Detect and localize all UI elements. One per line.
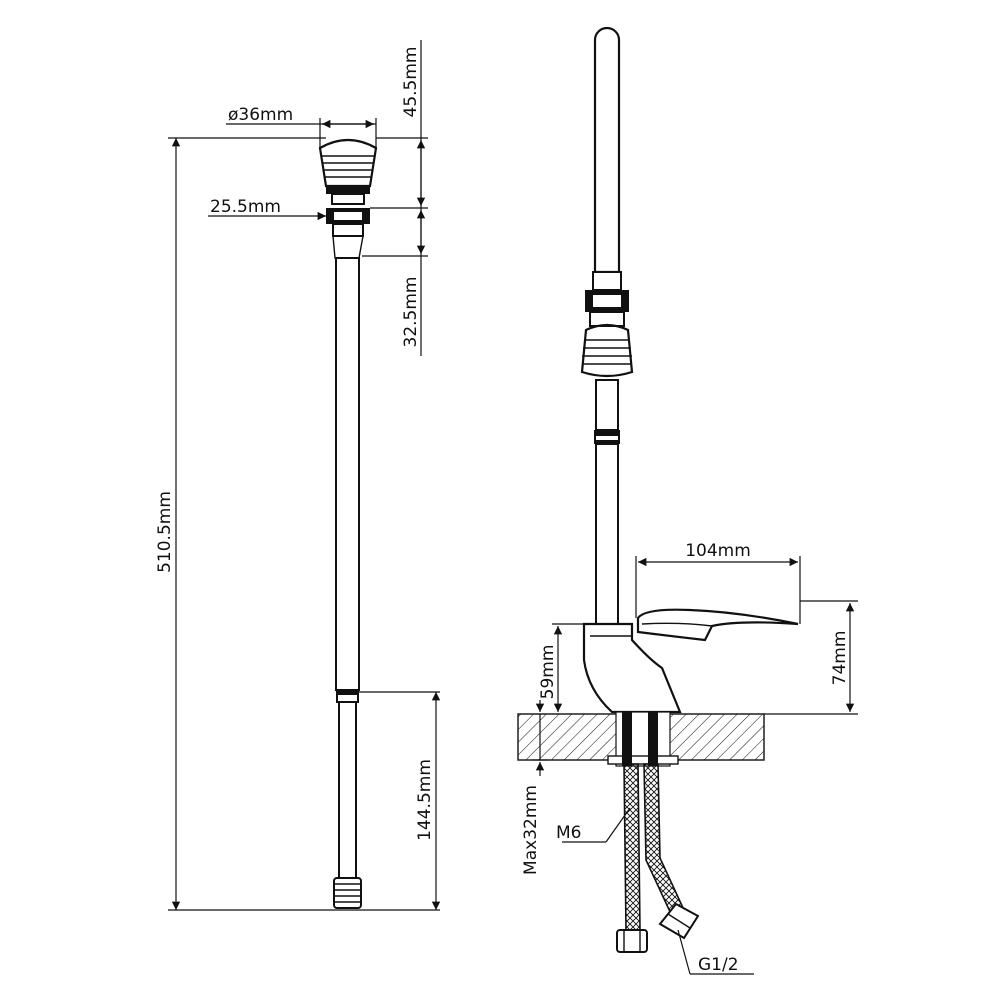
- dimension-aerator-diameter: ø36mm: [226, 105, 377, 150]
- dimension-nut-width: 25.5mm: [208, 197, 326, 221]
- supply-hoses: [616, 763, 700, 953]
- spout-reach-label: 104mm: [685, 541, 751, 561]
- dimension-total-length: 510.5mm: [155, 137, 440, 911]
- dimension-head-heights: 45.5mm 32.5mm: [362, 40, 428, 356]
- spout-tube-lower: [595, 379, 619, 431]
- dimension-max-thickness: Max32mm: [521, 700, 548, 875]
- handle-height-label: 74mm: [830, 631, 850, 686]
- aerator-head: [318, 138, 378, 259]
- stud-thread-label: M6: [556, 823, 581, 843]
- body-height-label: 59mm: [538, 645, 558, 700]
- dimension-lower-section: 144.5mm: [358, 691, 441, 910]
- threaded-hose-end: [333, 877, 362, 909]
- hose-tube: [335, 257, 360, 879]
- dimension-spout-reach: 104mm: [635, 541, 801, 624]
- head-height-label: 45.5mm: [401, 47, 421, 118]
- nut-width-label: 25.5mm: [210, 197, 281, 217]
- leader-g12: G1/2: [677, 929, 754, 975]
- hose-thread-label: G1/2: [698, 955, 739, 975]
- leader-m6: M6: [556, 807, 631, 843]
- lower-section-label: 144.5mm: [415, 759, 435, 841]
- total-length-label: 510.5mm: [155, 491, 175, 573]
- spout-tube-upper: [593, 26, 621, 274]
- countertop: [517, 711, 765, 767]
- spray-head: [580, 290, 634, 378]
- max-thickness-label: Max32mm: [521, 785, 541, 875]
- lever-handle: [636, 608, 799, 642]
- faucet-side-view: 104mm 74mm 59mm Max32mm M6: [517, 26, 858, 975]
- dimension-handle-height: 74mm: [764, 600, 858, 715]
- dimension-body-height: 59mm: [538, 623, 596, 712]
- neck-height-label: 32.5mm: [401, 277, 421, 348]
- faucet-body: [582, 622, 682, 714]
- aerator-diameter-label: ø36mm: [228, 105, 293, 125]
- pullout-hose-view: 510.5mm 144.5mm ø36mm 25.5mm: [155, 40, 441, 911]
